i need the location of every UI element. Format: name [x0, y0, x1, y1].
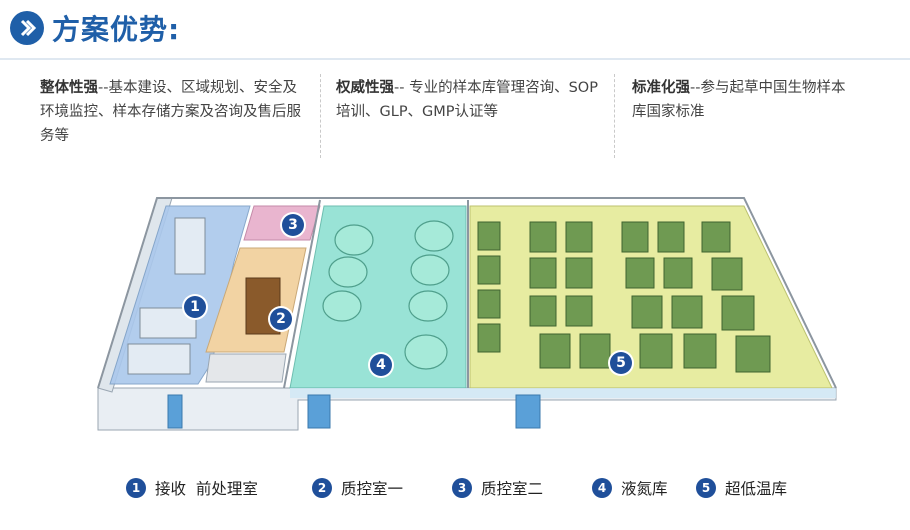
- advantage-key: 权威性强: [336, 80, 394, 96]
- ultra-low-freezers: [477, 221, 771, 373]
- legend-number-badge: 1: [126, 478, 146, 498]
- advantage-text: 参与起草中国生物样本库国家标准: [632, 80, 846, 120]
- service-corridor: [205, 353, 287, 383]
- advantage-standardization: 标准化强--参与起草中国生物样本库国家标准: [632, 76, 852, 124]
- legend-label: 质控室一: [341, 480, 404, 498]
- legend-number-badge: 2: [312, 478, 332, 498]
- lab-bench: [127, 343, 191, 375]
- legend-number-badge: 4: [592, 478, 612, 498]
- title-divider: [0, 58, 910, 60]
- chevron-right-icon: [10, 11, 44, 45]
- legend-label: 质控室二: [481, 480, 544, 498]
- advantage-dash: --: [98, 80, 109, 96]
- front-glass-panel: [290, 388, 836, 398]
- legend-item-3: 3 质控室二: [452, 476, 543, 500]
- legend-item-5: 5 超低温库: [696, 476, 787, 500]
- section-header: 方案优势:: [10, 8, 180, 48]
- door: [515, 394, 541, 429]
- advantage-text: 基本建设、区域规划、安全及环境监控、样本存储方案及咨询及售后服务等: [40, 80, 301, 144]
- legend-item-4: 4 液氮库: [592, 476, 668, 500]
- door: [167, 394, 183, 429]
- room-marker-2: 2: [270, 308, 292, 330]
- advantage-text: 专业的样本库管理咨询、SOP培训、GLP、GMP认证等: [336, 80, 598, 120]
- advantage-key: 整体性强: [40, 80, 98, 96]
- legend-item-1: 1 接收 前处理室: [126, 476, 258, 500]
- advantage-separator: [320, 74, 321, 158]
- lab-bench: [174, 217, 206, 275]
- advantage-separator: [614, 74, 615, 158]
- legend-item-2: 2 质控室一: [312, 476, 403, 500]
- outer-wall-outline: [97, 197, 837, 389]
- advantage-dash: --: [394, 80, 405, 96]
- liquid-nitrogen-tanks: [322, 220, 454, 370]
- advantage-authority: 权威性强-- 专业的样本库管理咨询、SOP培训、GLP、GMP认证等: [336, 76, 598, 124]
- room-marker-1: 1: [184, 296, 206, 318]
- legend-number-badge: 3: [452, 478, 472, 498]
- legend-label: 超低温库: [725, 480, 788, 498]
- room-marker-3: 3: [282, 214, 304, 236]
- page-title: 方案优势:: [52, 13, 181, 46]
- wall-separator: [283, 199, 321, 389]
- room-marker-4: 4: [370, 354, 392, 376]
- advantage-integrity: 整体性强--基本建设、区域规划、安全及环境监控、样本存储方案及咨询及售后服务等: [40, 76, 305, 148]
- legend-label: 接收 前处理室: [155, 480, 258, 498]
- advantage-dash: --: [690, 80, 701, 96]
- legend-label: 液氮库: [621, 480, 668, 498]
- legend-number-badge: 5: [696, 478, 716, 498]
- advantage-key: 标准化强: [632, 80, 690, 96]
- door: [307, 394, 331, 429]
- room-marker-5: 5: [610, 352, 632, 374]
